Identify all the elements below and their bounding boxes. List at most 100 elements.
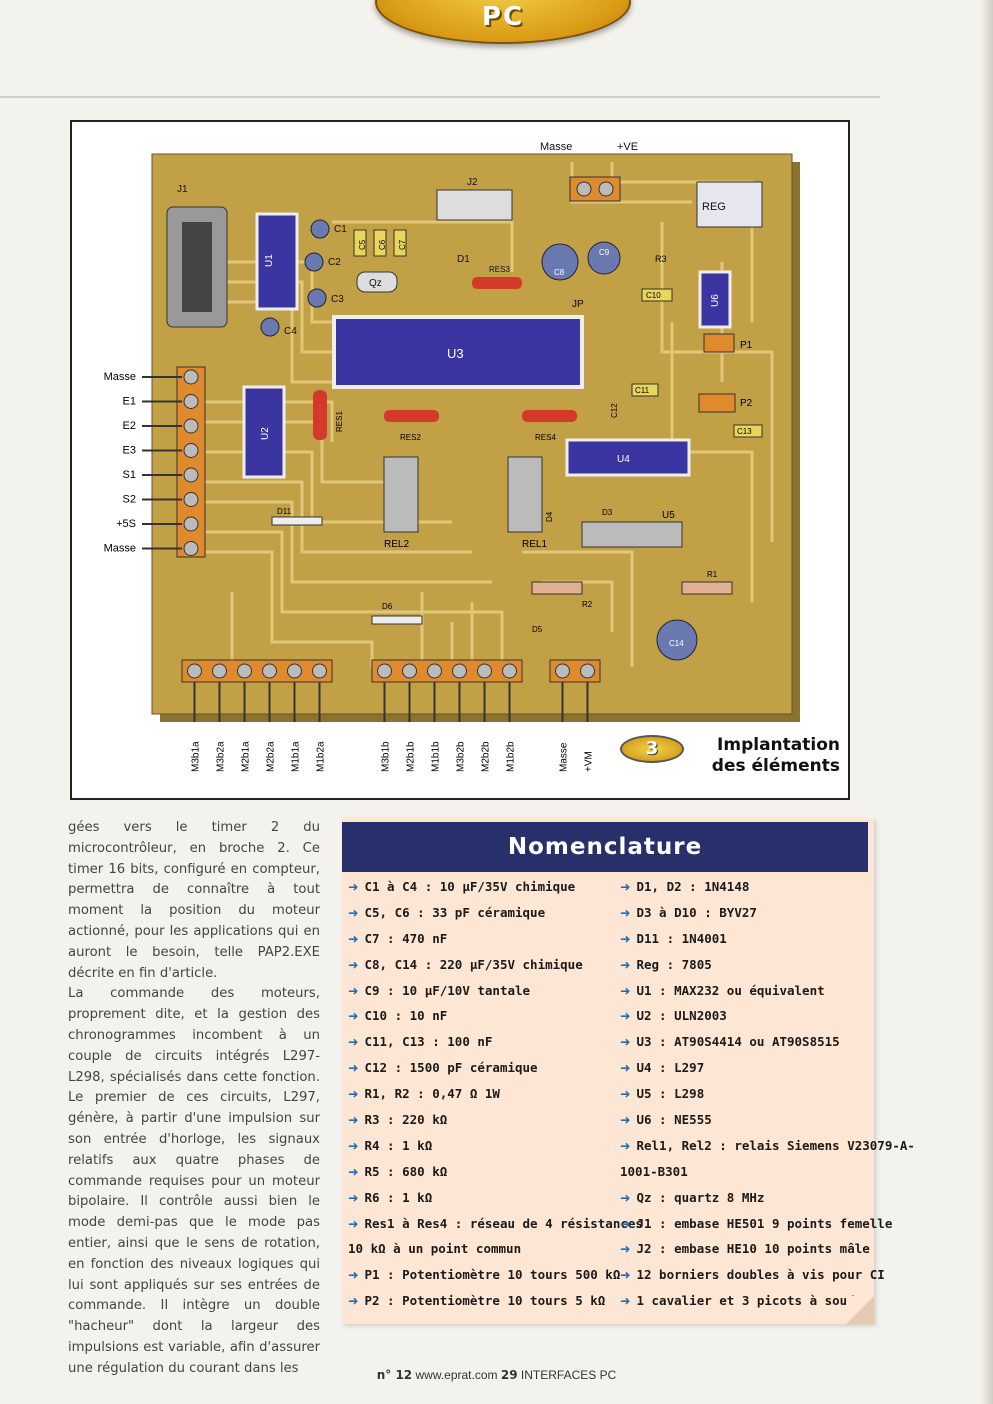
nomenclature-item: 10 kΩ à un point commun [348, 1236, 618, 1262]
nomenclature-item: ➜ Rel1, Rel2 : relais Siemens V23079-A- [620, 1133, 915, 1159]
label-u5: U5 [662, 510, 675, 521]
nomenclature-text: 10 kΩ à un point commun [348, 1241, 522, 1257]
label-qz: Qz [369, 278, 382, 289]
arrow-icon: ➜ [348, 956, 359, 972]
j2-connector [436, 189, 513, 221]
arrow-icon: ➜ [620, 879, 631, 894]
nomenclature-text: R1, R2 : 0,47 Ω 1W [364, 1086, 500, 1102]
nomenclature-text: C10 : 10 nF [364, 1008, 448, 1024]
label-c3: C3 [331, 294, 344, 305]
nomenclature-text: R3 : 220 kΩ [364, 1112, 448, 1128]
chip-u5 [581, 521, 683, 548]
nomenclature-text: D1, D2 : 1N4148 [636, 879, 750, 894]
label-c6: C6 [378, 239, 387, 250]
nomenclature-text: U5 : L298 [636, 1086, 705, 1102]
label-u2: U2 [260, 427, 271, 440]
nomenclature-item: ➜C10 : 10 nF [348, 1003, 618, 1029]
label-c10: C10 [646, 291, 661, 300]
page-curl [846, 1296, 874, 1324]
label-c9: C9 [599, 248, 610, 257]
label-res1: RES1 [335, 411, 344, 432]
nomenclature-item: ➜J2 : embase HE10 10 points mâle [620, 1236, 870, 1262]
bottom-connector-label: M2b2b [481, 741, 492, 772]
arrow-icon: ➜ [620, 1137, 631, 1153]
label-r1: R1 [707, 570, 718, 579]
nomenclature-text: J1 : embase HE501 9 points femelle [636, 1215, 893, 1231]
label-u4: U4 [617, 454, 630, 465]
nomenclature-text: C5, C6 : 33 pF céramique [364, 904, 546, 920]
nomenclature-text: D3 à D10 : BYV27 [636, 904, 757, 920]
footer-mag: INTERFACES PC [520, 1368, 617, 1382]
figure-number: 3 [620, 735, 684, 763]
figure-caption: 3 Implantation des éléments [618, 733, 840, 793]
reg-component [696, 181, 763, 228]
label-d3: D3 [602, 508, 613, 517]
nomenclature-item: ➜U6 : NE555 [620, 1107, 870, 1133]
arrow-icon: ➜ [620, 1034, 631, 1050]
pcb-figure: J1 J2 Masse +VE REG U1 C1 C2 C3 C4 C5 C6… [70, 120, 850, 800]
label-reg: REG [702, 201, 726, 213]
nomenclature-right-column: ➜ D1, D2 : 1N4148 ➜ D3 à D10 : BYV27 ➜D11 : … [620, 874, 915, 1314]
label-j1: J1 [177, 184, 188, 195]
arrow-icon: ➜ [348, 1293, 359, 1309]
left-connector-label: Masse [104, 543, 136, 555]
arrow-icon: ➜ [348, 1215, 359, 1231]
label-u6: U6 [710, 294, 721, 307]
nomenclature-text: 1001-B301 [620, 1163, 688, 1179]
label-c14: C14 [669, 639, 684, 648]
nomenclature-text: C1 à C4 : 10 µF/35V chimique [364, 879, 576, 894]
top-rule [0, 96, 880, 98]
nomenclature-item: ➜P1 : Potentiomètre 10 tours 500 kΩ [348, 1262, 620, 1288]
chip-u4 [565, 438, 691, 477]
arrow-icon: ➜ [348, 1163, 359, 1179]
nomenclature-text: U3 : AT90S4414 ou AT90S8515 [636, 1034, 840, 1050]
nomenclature-item: ➜C9 : 10 µF/10V tantale [348, 978, 618, 1004]
pcb-layout: J1 J2 Masse +VE REG U1 C1 C2 C3 C4 C5 C6… [104, 141, 800, 772]
nomenclature-text: R4 : 1 kΩ [364, 1137, 433, 1153]
nomenclature-item: ➜R3 : 220 kΩ [348, 1107, 618, 1133]
arrow-icon: ➜ [620, 930, 631, 946]
footer-issue: n° 12 [376, 1368, 413, 1382]
bottom-connector-label: M2b1b [406, 741, 417, 772]
nomenclature-item: ➜R5 : 680 kΩ [348, 1159, 618, 1185]
chip-u6 [698, 270, 732, 329]
arrow-icon: ➜ [620, 904, 631, 920]
bottom-connector-label: M1b2a [316, 741, 327, 772]
nomenclature-item: ➜ U3 : AT90S4414 ou AT90S8515 [620, 1029, 870, 1055]
label-c8: C8 [554, 268, 565, 277]
label-ve: +VE [617, 141, 638, 153]
arrow-icon: ➜ [620, 1112, 631, 1128]
label-r2: R2 [582, 600, 593, 609]
arrow-icon: ➜ [620, 1189, 631, 1205]
section-label: PC [481, 2, 525, 32]
nomenclature-item: ➜C12 : 1500 pF céramique [348, 1055, 618, 1081]
nomenclature-text: R6 : 1 kΩ [364, 1189, 433, 1205]
arrow-icon: ➜ [620, 1267, 631, 1283]
nomenclature-item: ➜Qz : quartz 8 MHz [620, 1185, 870, 1211]
bottom-connector-label: M3b2a [216, 741, 227, 772]
res1 [313, 390, 327, 440]
arrow-icon: ➜ [348, 1060, 359, 1076]
arrow-icon: ➜ [620, 1293, 631, 1309]
nomenclature-item: ➜P2 : Potentiomètre 10 tours 5 kΩ [348, 1288, 618, 1314]
page-footer: n° 12 www.eprat.com 29 INTERFACES PC [0, 1368, 993, 1382]
nomenclature-item: ➜C11, C13 : 100 nF [348, 1029, 618, 1055]
nomenclature-item: ➜C5, C6 : 33 pF céramique [348, 900, 618, 926]
arrow-icon: ➜ [620, 1241, 631, 1257]
nomenclature-item: ➜ C1 à C4 : 10 µF/35V chimique [348, 874, 618, 900]
nomenclature-item: ➜C7 : 470 nF [348, 926, 618, 952]
arrow-icon: ➜ [620, 1060, 631, 1076]
nomenclature-text: C8, C14 : 220 µF/35V chimique [364, 956, 583, 972]
left-connector-label: +5S [116, 518, 136, 530]
nomenclature-item: ➜D11 : 1N4001 [620, 926, 870, 952]
nomenclature-text: Res1 à Res4 : réseau de 4 résistances [364, 1215, 643, 1231]
nomenclature-item: ➜U1 : MAX232 ou équivalent [620, 978, 870, 1004]
arrow-icon: ➜ [348, 879, 359, 894]
nomenclature-item: ➜Reg : 7805 [620, 952, 870, 978]
label-c12: C12 [610, 403, 619, 418]
label-c1: C1 [334, 224, 347, 235]
arrow-icon: ➜ [348, 1267, 359, 1283]
nomenclature-text: Rel1, Rel2 : relais Siemens V23079-A- [636, 1137, 915, 1153]
label-d6: D6 [382, 602, 393, 611]
